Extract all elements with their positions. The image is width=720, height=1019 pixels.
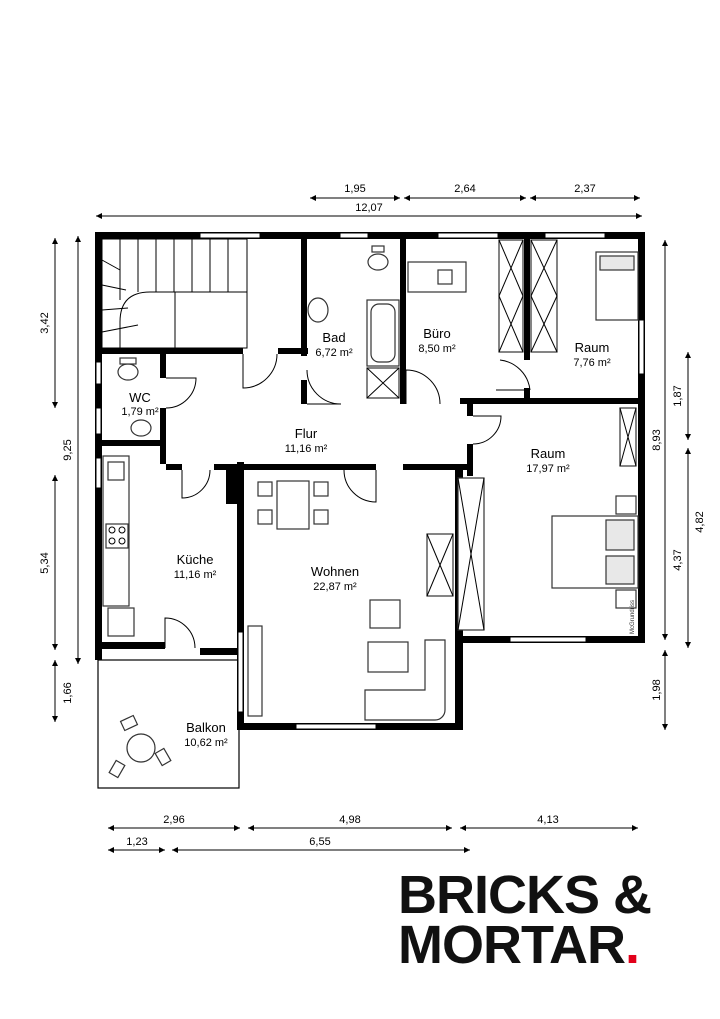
dim-right-2: 4,37 bbox=[672, 549, 684, 570]
dim-bottom-3: 4,13 bbox=[537, 814, 558, 826]
dim-right-3: 4,82 bbox=[694, 511, 706, 532]
dim-right-1: 1,87 bbox=[672, 385, 684, 406]
dim-left-1: 3,42 bbox=[39, 312, 51, 333]
kitchen-fixtures bbox=[102, 455, 135, 637]
room-area-flur: 11,16 m² bbox=[285, 443, 328, 455]
dim-left-2: 5,34 bbox=[39, 552, 51, 573]
room-name-balkon: Balkon bbox=[186, 720, 226, 735]
brand-line-2: MORTAR. bbox=[398, 918, 698, 972]
dimension-lines bbox=[52, 195, 691, 853]
dim-bottom-4: 1,23 bbox=[126, 836, 147, 848]
doors bbox=[164, 353, 531, 649]
living-furniture bbox=[247, 480, 454, 721]
bedroom-furniture: McGrundriss bbox=[457, 407, 639, 634]
wc-fixtures bbox=[117, 357, 152, 437]
room-name-kueche: Küche bbox=[177, 552, 214, 567]
room-name-raum-small: Raum bbox=[575, 340, 610, 355]
room-area-raum-large: 17,97 m² bbox=[526, 463, 570, 475]
room-name-raum-large: Raum bbox=[531, 446, 566, 461]
small-room-furniture bbox=[530, 239, 639, 353]
room-area-buero: 8,50 m² bbox=[418, 343, 456, 355]
brand-line-2-text: MORTAR bbox=[398, 915, 626, 975]
watermark-text: McGrundriss bbox=[630, 600, 636, 634]
room-area-balkon: 10,62 m² bbox=[184, 737, 228, 749]
balcony bbox=[97, 659, 240, 789]
room-area-wohnen: 22,87 m² bbox=[313, 581, 357, 593]
dim-top-3: 2,37 bbox=[574, 183, 595, 195]
room-name-buero: Büro bbox=[423, 326, 450, 341]
windows bbox=[95, 232, 645, 730]
dim-top-1: 1,95 bbox=[344, 183, 365, 195]
staircase bbox=[101, 238, 248, 349]
office-furniture bbox=[407, 239, 524, 353]
room-name-bad: Bad bbox=[322, 330, 345, 345]
dim-right-4: 1,98 bbox=[651, 679, 663, 700]
dim-left-total: 9,25 bbox=[62, 439, 74, 460]
dim-bottom-1: 2,96 bbox=[163, 814, 184, 826]
bathroom-fixtures bbox=[307, 245, 400, 399]
dim-bottom-2: 4,98 bbox=[339, 814, 360, 826]
room-area-raum-small: 7,76 m² bbox=[573, 357, 611, 369]
dim-bottom-5: 6,55 bbox=[309, 836, 330, 848]
room-name-wc: WC bbox=[129, 390, 151, 405]
room-area-wc: 1,79 m² bbox=[121, 406, 159, 418]
room-area-bad: 6,72 m² bbox=[315, 347, 353, 359]
room-area-kueche: 11,16 m² bbox=[174, 569, 217, 581]
dim-right-total: 8,93 bbox=[651, 429, 663, 450]
room-name-wohnen: Wohnen bbox=[311, 564, 359, 579]
brand-dot: . bbox=[624, 915, 640, 975]
dim-top-2: 2,64 bbox=[454, 183, 475, 195]
room-name-flur: Flur bbox=[295, 426, 318, 441]
room-labels: Bad 6,72 m² Büro 8,50 m² Raum 7,76 m² WC… bbox=[121, 326, 611, 749]
brand-logo: BRICKS & MORTAR. bbox=[398, 865, 698, 972]
dimension-labels: 1,95 2,64 2,37 12,07 3,42 9,25 5,34 1,66… bbox=[39, 183, 706, 848]
dim-top-total: 12,07 bbox=[355, 202, 383, 214]
brand-line-1: BRICKS & bbox=[398, 865, 652, 925]
dim-left-3: 1,66 bbox=[62, 682, 74, 703]
